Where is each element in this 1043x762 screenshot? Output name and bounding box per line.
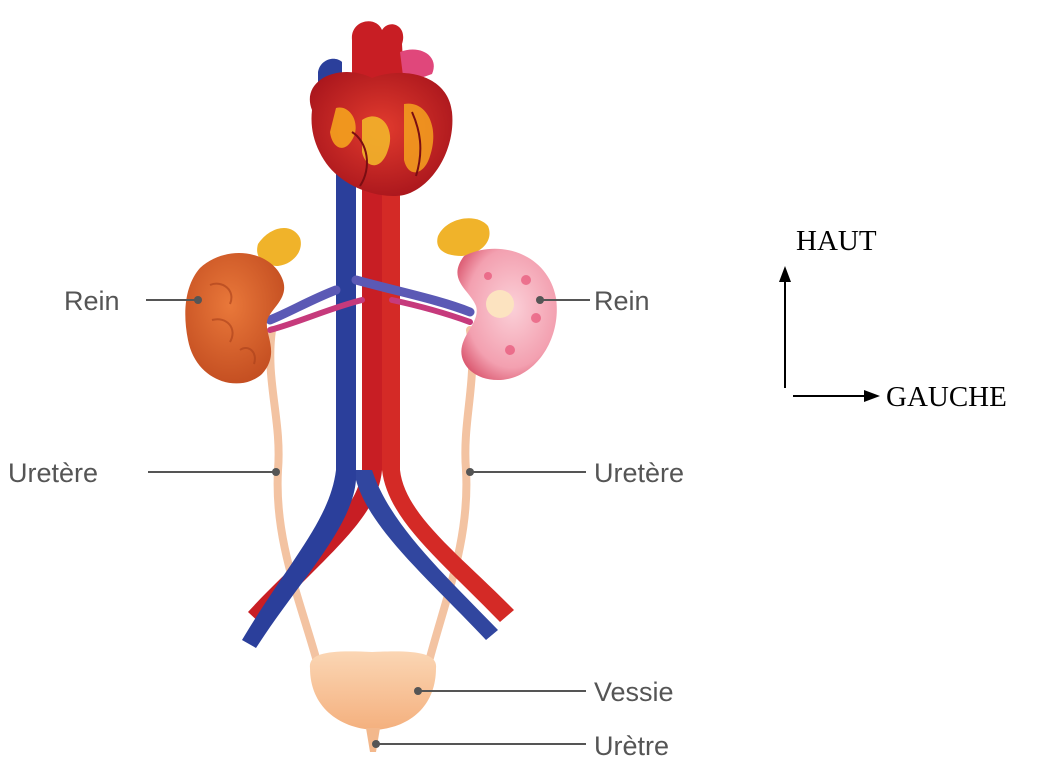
label-uretere-right-side: Uretère <box>594 458 684 488</box>
label-haut: HAUT <box>796 225 877 257</box>
label-rein-right-side: Rein <box>594 286 650 316</box>
arrow-right-head <box>864 390 880 402</box>
bladder-illustration <box>310 651 436 752</box>
kidney-illustration-left <box>185 228 301 383</box>
vena-cava-right-branch <box>356 470 498 640</box>
label-gauche: GAUCHE <box>886 381 1007 413</box>
label-uretere-left-side: Uretère <box>8 458 98 488</box>
vena-cava <box>242 150 356 648</box>
label-vessie: Vessie <box>594 677 674 707</box>
orientation-indicator: HAUT GAUCHE <box>779 225 1007 413</box>
label-rein-left-side: Rein <box>64 286 120 316</box>
urethra <box>366 728 380 752</box>
arrow-up-head <box>779 266 791 282</box>
heart-illustration <box>310 21 453 196</box>
label-uretre: Urètre <box>594 731 669 761</box>
